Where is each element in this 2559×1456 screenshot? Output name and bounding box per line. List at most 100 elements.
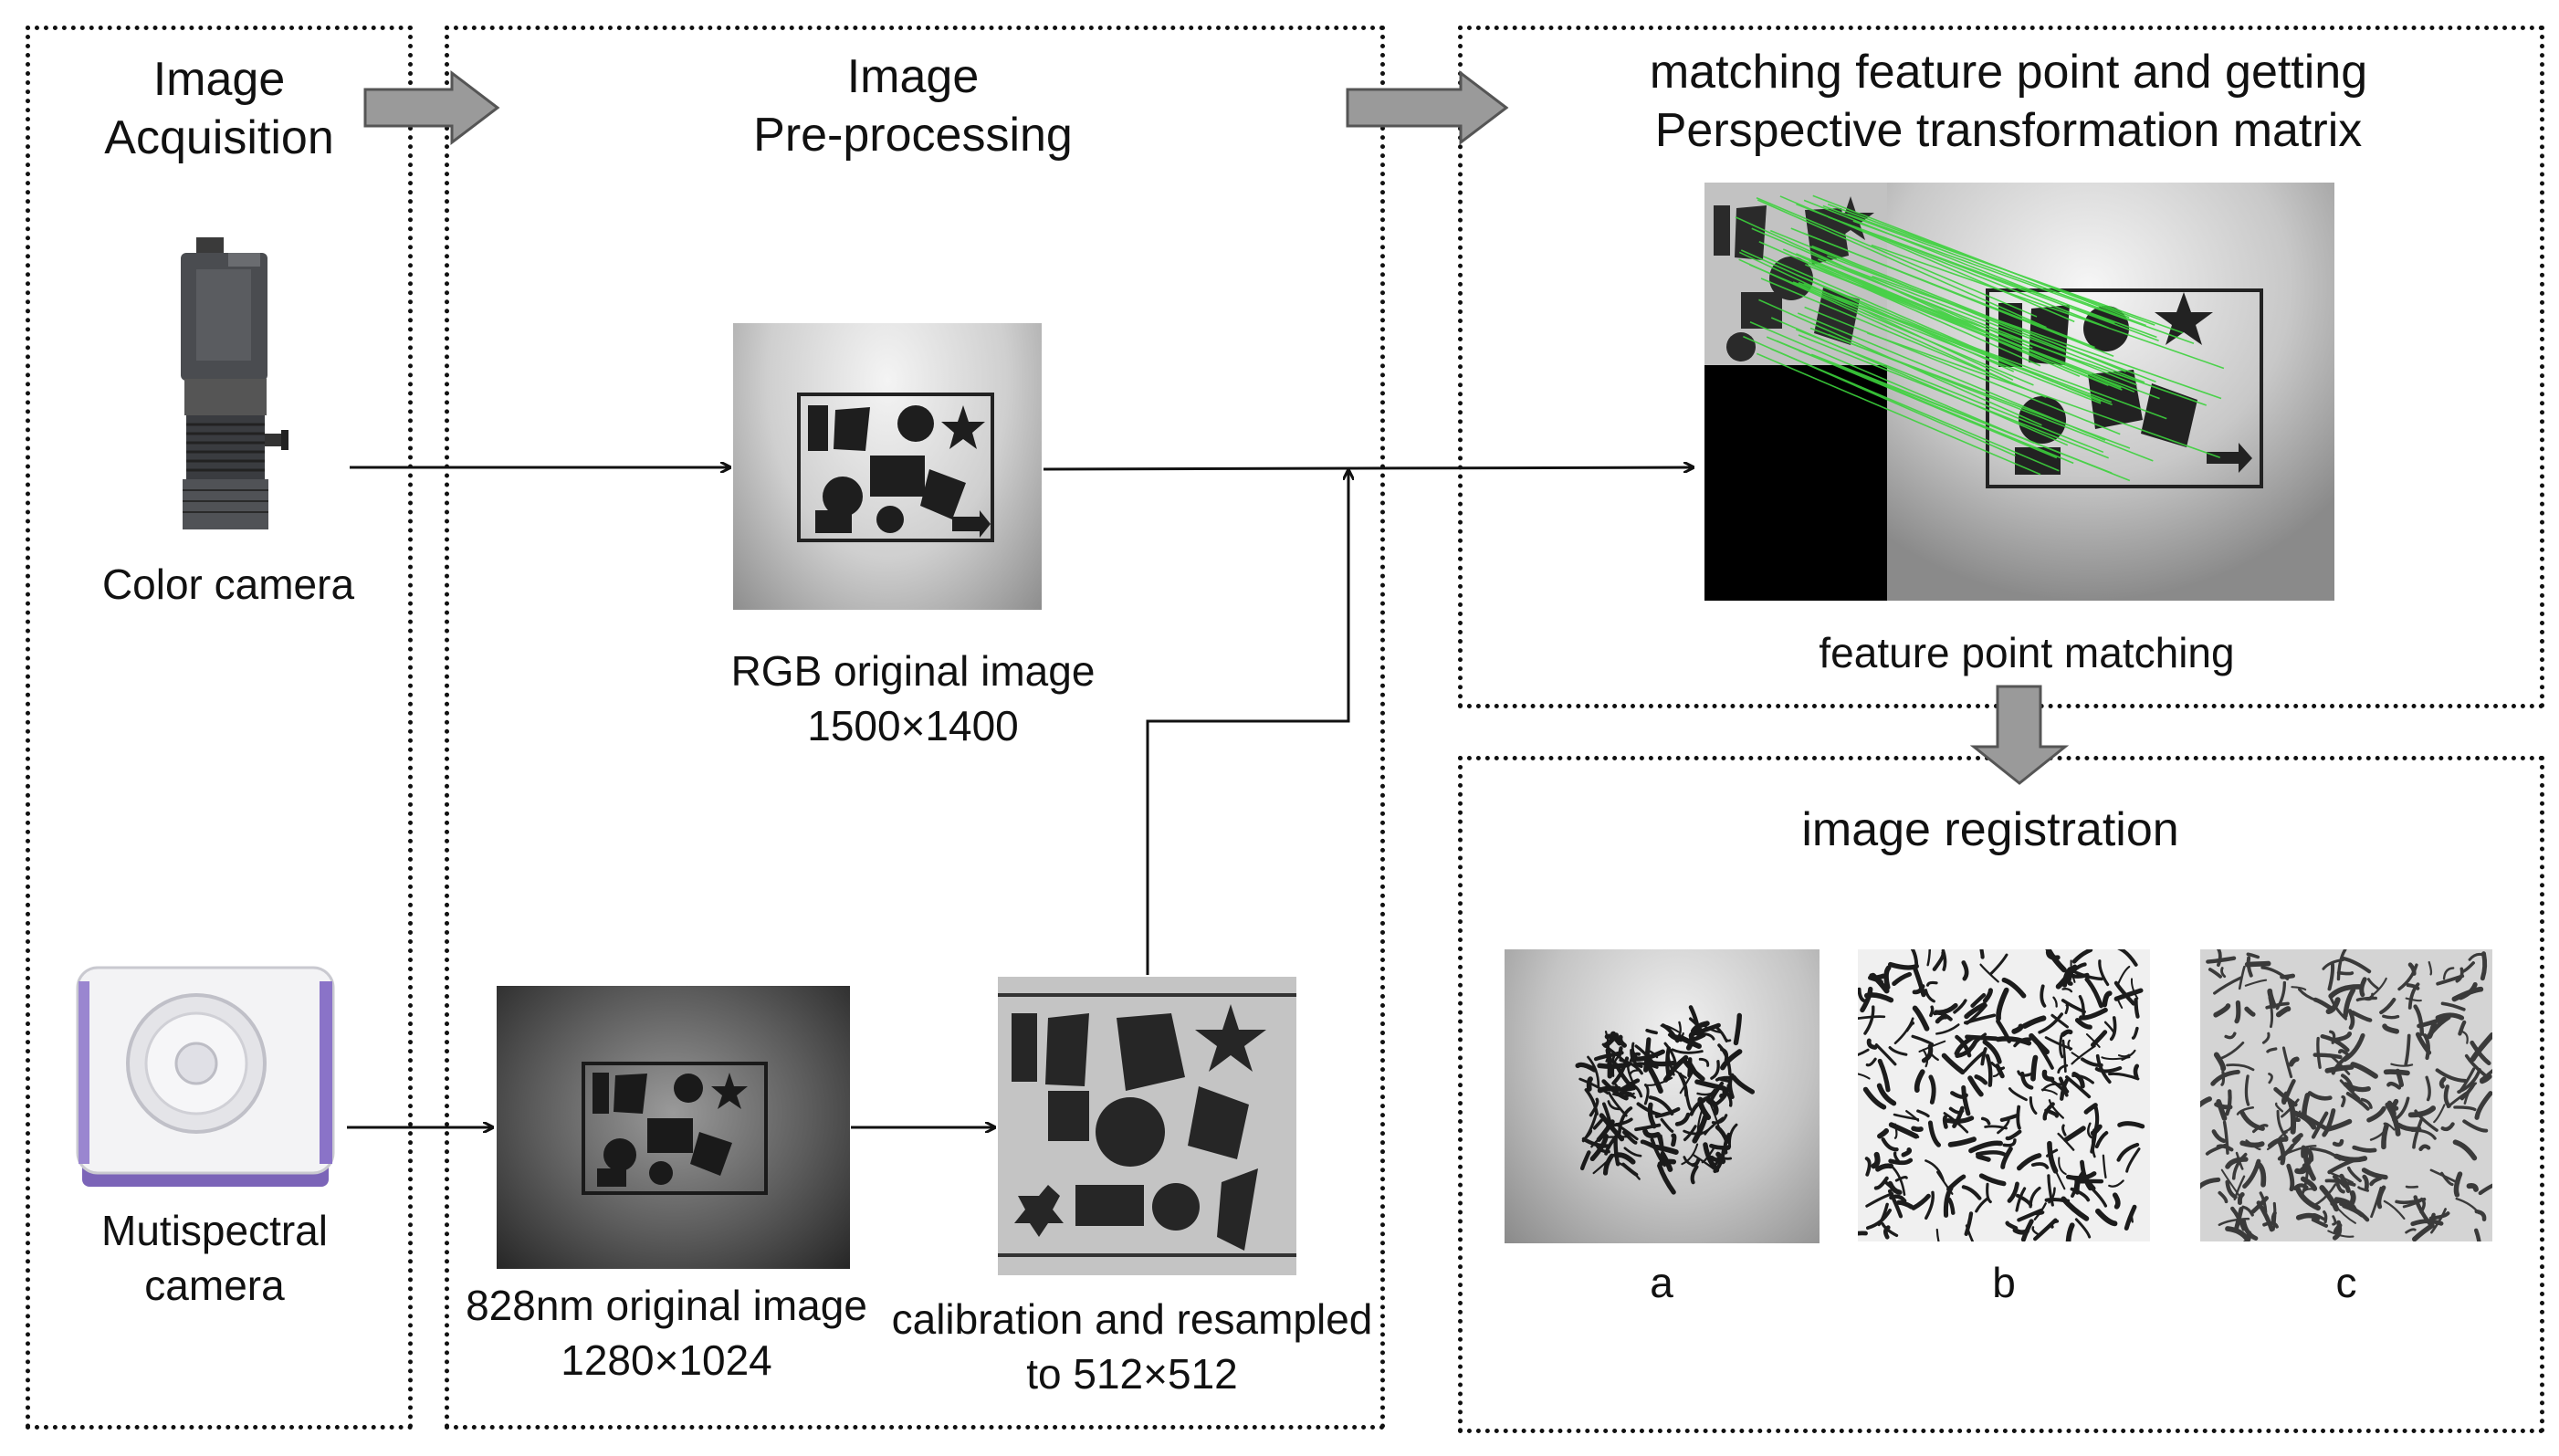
leaf-mark <box>1862 1086 1887 1110</box>
match-line <box>1740 249 2015 372</box>
leaf-mark <box>2455 1197 2480 1215</box>
leaf-mark <box>2382 1023 2400 1034</box>
leaf-mark <box>1866 1038 1878 1050</box>
leaf-mark <box>2038 1012 2064 1034</box>
leaf-mark <box>2007 1181 2019 1203</box>
leaf-mark <box>2048 1099 2065 1119</box>
leaf-mark <box>2231 1152 2248 1180</box>
leaf-mark <box>1876 1083 1897 1106</box>
stage-arrow-1 <box>363 69 500 146</box>
leaf-mark <box>1667 1032 1683 1042</box>
leaf-mark <box>1717 1076 1731 1083</box>
leaf-mark <box>2044 1197 2071 1203</box>
leaf-mark <box>2480 1074 2492 1084</box>
leaf-mark <box>1733 1012 1742 1046</box>
leaf-mark <box>1911 1034 1935 1046</box>
leaf-mark <box>1910 949 1919 967</box>
leaf-mark <box>1633 1062 1659 1069</box>
leaf-mark <box>2102 990 2113 1008</box>
leaf-mark <box>2309 1147 2342 1161</box>
match-line <box>1804 306 2121 435</box>
leaf-mark <box>2442 967 2455 980</box>
leaf-mark <box>2470 1040 2491 1066</box>
leaf-mark <box>1918 1040 1946 1053</box>
leaf-mark <box>1858 1048 1870 1056</box>
leaf-mark <box>1634 1123 1662 1132</box>
leaf-mark <box>1683 1125 1697 1142</box>
leaf-mark <box>2343 1082 2371 1093</box>
leaf-mark <box>1888 1157 1914 1166</box>
leaf-mark <box>1986 1182 1992 1204</box>
leaf-mark <box>2218 1190 2229 1204</box>
leaf-mark <box>1980 1047 1987 1066</box>
leaf-mark <box>1601 1079 1629 1101</box>
leaf-mark <box>1927 1120 1942 1147</box>
leaf-mark <box>2428 960 2433 976</box>
match-line <box>1756 352 2041 476</box>
leaf-mark <box>1645 1076 1673 1086</box>
leaf-mark <box>1589 1133 1609 1162</box>
leaf-mark <box>1631 1042 1641 1062</box>
leaf-mark <box>2361 1168 2388 1180</box>
leaf-mark <box>1999 1113 2020 1122</box>
leaf-mark <box>2386 1100 2399 1111</box>
leaf-mark <box>1947 1197 1956 1215</box>
leaf-mark <box>2383 1122 2396 1131</box>
leaf-mark <box>2468 952 2485 961</box>
rgb-original-image <box>733 323 1042 610</box>
leaf-mark <box>2266 1047 2278 1053</box>
leaf-mark <box>1950 1091 1968 1099</box>
leaf-mark <box>2470 1032 2492 1063</box>
leaf-mark <box>2108 1179 2124 1188</box>
leaf-mark <box>2130 978 2139 1000</box>
leaf-mark <box>2200 1096 2212 1108</box>
leaf-mark <box>1905 1109 1920 1122</box>
match-line <box>1798 334 2109 459</box>
stage-arrow-down <box>1969 685 2070 785</box>
leaf-mark <box>2313 1183 2337 1207</box>
leaf-mark <box>2040 984 2047 1008</box>
leaf-mark <box>2113 980 2136 1006</box>
leaf-mark <box>2216 1098 2228 1121</box>
leaf-mark <box>1928 1074 1936 1105</box>
leaf-mark <box>2392 1096 2410 1122</box>
leaf-mark <box>2124 1204 2137 1231</box>
leaf-mark <box>1597 1062 1631 1069</box>
leaf-mark <box>1692 1114 1708 1144</box>
leaf-mark <box>1955 1034 1972 1058</box>
leaf-mark <box>2244 960 2271 968</box>
leaf-mark <box>2452 1139 2478 1161</box>
leaf-mark <box>2208 968 2222 979</box>
leaf-mark <box>2083 1103 2098 1115</box>
leaf-mark <box>1883 965 1892 990</box>
leaf-mark <box>1671 1048 1704 1054</box>
leaf-mark <box>2350 1010 2373 1022</box>
leaf-mark <box>1863 1005 1875 1035</box>
leaf-mark <box>1634 1044 1654 1063</box>
leaf-mark <box>2430 1208 2447 1234</box>
leaf-mark <box>2246 952 2260 959</box>
leaf-mark <box>1642 1128 1661 1138</box>
leaf-mark <box>2440 1001 2466 1011</box>
leaf-mark <box>2332 1174 2347 1189</box>
leaf-mark <box>2225 1179 2238 1199</box>
leaf-mark <box>2245 1139 2261 1151</box>
leaf-mark <box>1715 1151 1726 1165</box>
match-line <box>1810 353 2131 482</box>
leaf-mark <box>2059 1034 2064 1059</box>
leaf-mark <box>1575 1062 1598 1073</box>
leaf-mark <box>2414 1109 2438 1132</box>
leaf-mark <box>1630 1048 1643 1068</box>
leaf-mark <box>2440 1122 2455 1132</box>
leaf-mark <box>2216 949 2222 968</box>
leaf-mark <box>2311 1218 2329 1228</box>
match-line <box>1760 278 2047 398</box>
leaf-mark <box>2109 1016 2117 1042</box>
arrow-rgb-to-matching <box>1043 467 1694 469</box>
leaf-mark <box>1952 1105 1965 1128</box>
leaf-mark <box>2273 1086 2298 1107</box>
leaf-mark <box>1887 1180 1903 1195</box>
leaf-mark <box>2324 1118 2353 1132</box>
leaf-mark <box>2230 1206 2246 1231</box>
leaf-mark <box>2333 1222 2343 1235</box>
